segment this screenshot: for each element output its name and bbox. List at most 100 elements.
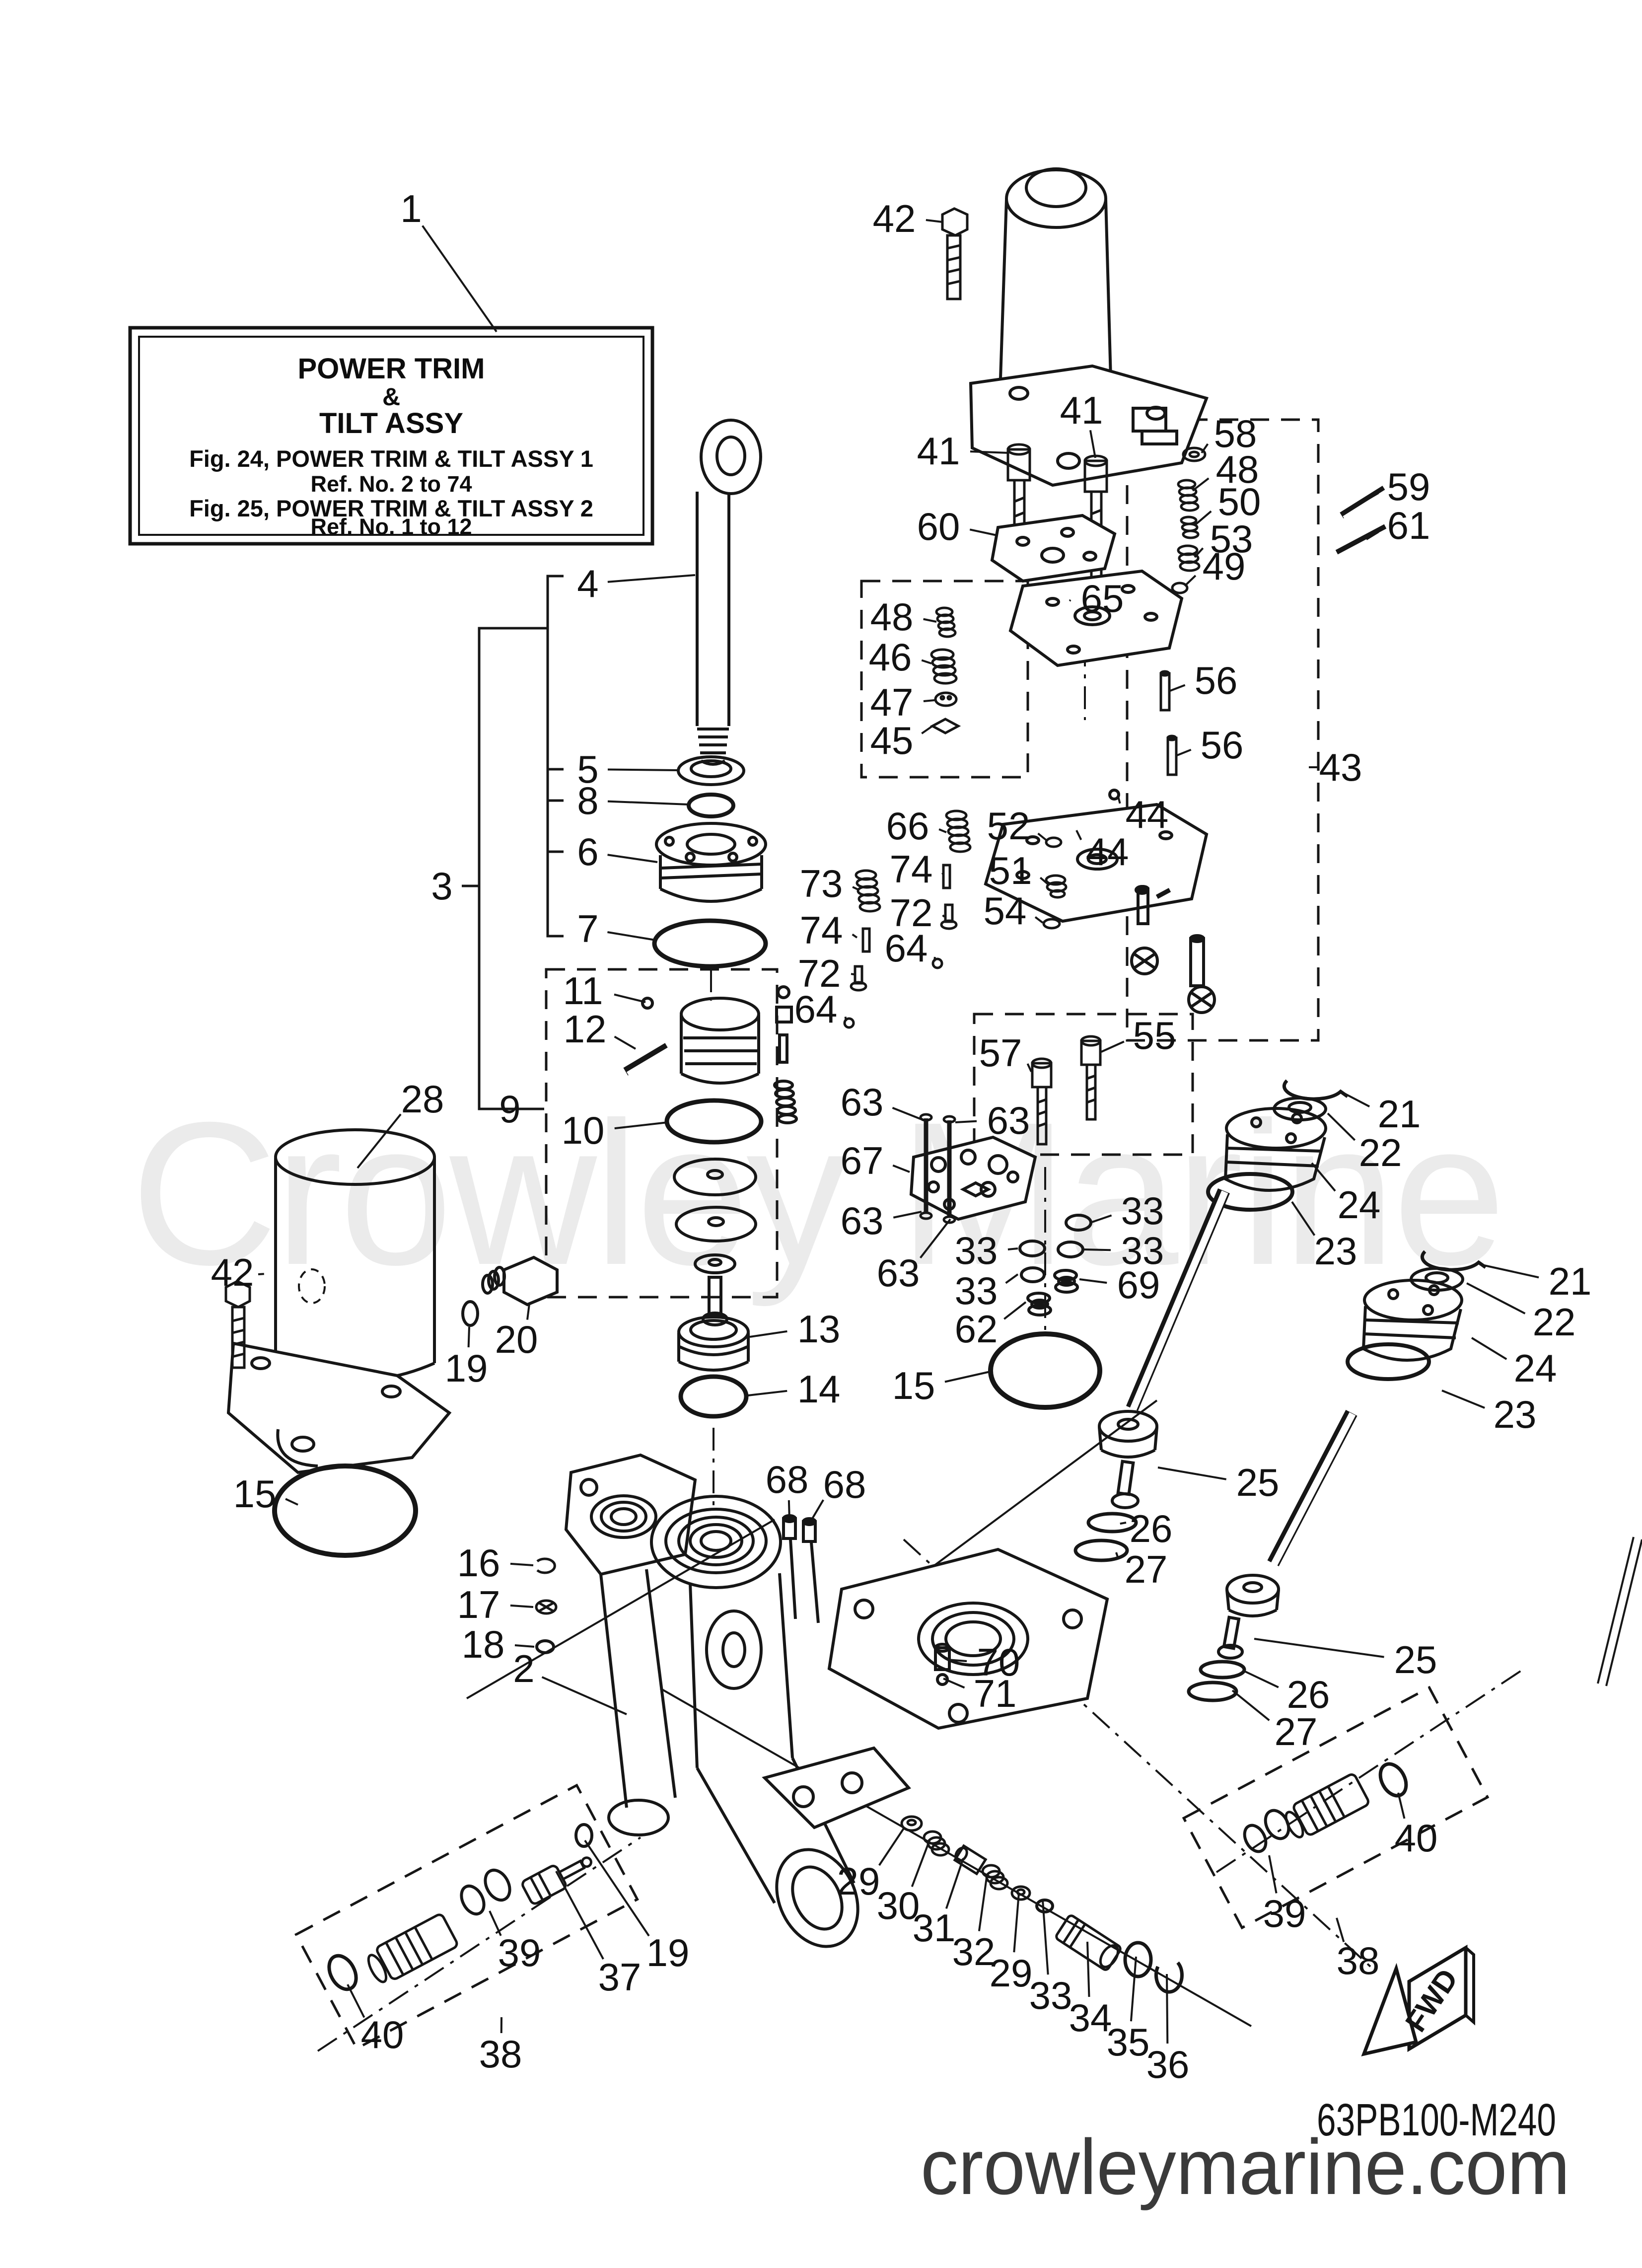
callout-25: 25 [1236,1461,1280,1504]
callout-28: 28 [401,1077,444,1121]
leader-line-57 [1026,1063,1032,1072]
callout-16: 16 [457,1541,500,1585]
leader-line-39 [489,1910,502,1936]
tilt-rod-column [652,419,768,969]
leader-line-59 [1364,492,1379,502]
callout-33: 33 [955,1269,998,1313]
seal-group-lower [1346,1250,1487,1381]
callout-48: 48 [870,595,914,639]
callout-73: 73 [800,862,843,905]
leader-line-25 [1254,1638,1384,1658]
leader-line-22 [1327,1112,1356,1141]
callout-74: 74 [800,908,843,952]
callout-52: 52 [987,804,1030,848]
callout-44: 44 [1086,830,1129,874]
title-line-2: & [382,383,400,411]
manual-valve-box-left [294,1783,639,2050]
callout-70: 70 [977,1640,1020,1684]
callout-13: 13 [797,1307,841,1351]
leader-line-1 [422,225,498,333]
callout-72: 72 [798,951,841,995]
seal-group-upper [1206,1079,1349,1212]
callout-2: 2 [513,1647,534,1690]
callout-74: 74 [890,847,933,891]
leader-line-25 [1157,1466,1227,1480]
watermark-text: Crowley Marine [131,1080,1503,1309]
leader-line-15 [285,1498,298,1506]
leader-line-56 [1168,684,1186,692]
callout-45: 45 [870,719,914,762]
leader-line-18 [514,1644,535,1648]
title-fig-2: Ref. No. 2 to 74 [310,471,472,497]
leader-line-50 [1195,510,1212,525]
trim-rod-lower [1187,1409,1357,1702]
leader-line-31 [945,1858,964,1909]
leader-line-74 [852,933,858,939]
callout-14: 14 [797,1367,841,1411]
leader-line-26 [1120,1522,1127,1525]
pins-59-61 [1335,486,1387,555]
leader-line-19 [584,1839,650,1937]
callout-19: 19 [646,1931,690,1975]
swivel-bracket [564,1453,1109,1948]
leader-line-54 [1034,916,1044,924]
leader-line-48 [923,618,937,623]
callout-36: 36 [1146,2043,1190,2086]
callout-26: 26 [1130,1507,1173,1550]
leader-line-33 [1005,1273,1019,1284]
leader-line-29 [1013,1893,1020,1953]
callout-26: 26 [1287,1673,1330,1716]
leader-line-11 [614,993,646,1003]
callout-56: 56 [1195,658,1238,702]
leader-line-2 [541,1676,627,1715]
callout-43: 43 [1319,745,1362,789]
callout-55: 55 [1133,1014,1176,1057]
leader-line-24 [1471,1337,1507,1360]
leader-line-24 [1311,1162,1336,1192]
leader-line-63 [893,1211,922,1219]
dowel-pins-56 [1159,670,1178,776]
callout-33: 33 [1029,1974,1072,2017]
callout-30: 30 [877,1884,920,1927]
leader-line-44 [1117,796,1121,804]
callout-33: 33 [1121,1229,1164,1272]
callout-38: 38 [479,2032,522,2076]
title-fig-4: Ref. No. 1 to 12 [310,514,472,539]
drawing-code: 63PB100-M240 [1317,2095,1556,2145]
callout-31: 31 [913,1906,956,1950]
pump-bracket-60 [990,513,1117,583]
callout-56: 56 [1201,723,1244,767]
callout-19: 19 [445,1346,488,1390]
fwd-arrow: FWD [1361,1944,1475,2056]
leader-line-69 [1079,1278,1107,1284]
leader-line-21 [1342,1092,1370,1107]
fill-plug-20-oring-19 [461,1255,559,1327]
callout-58: 58 [1214,412,1257,455]
title-fig-1: Fig. 24, POWER TRIM & TILT ASSY 1 [189,445,593,472]
leader-line-23 [1441,1390,1485,1409]
callout-60: 60 [917,505,960,548]
callout-15: 15 [892,1364,935,1407]
callout-3: 3 [431,864,452,908]
title-line-1: POWER TRIM [298,353,485,385]
callout-47: 47 [870,680,914,724]
callout-12: 12 [564,1007,607,1051]
callout-27: 27 [1125,1547,1168,1591]
callout-64: 64 [794,987,838,1031]
leader-line-63 [955,1120,977,1123]
callout-6: 6 [577,830,598,874]
piston-group [623,985,798,1326]
callout-7: 7 [577,907,598,951]
leader-line-5 [607,768,679,771]
trim-rod-upper [1073,1188,1230,1562]
callout-50: 50 [1218,480,1261,523]
callout-37: 37 [598,1955,642,1999]
callout-49: 49 [1203,544,1246,588]
leader-line-65 [1069,599,1071,602]
shaft-clips-16-17-18 [535,1557,558,1654]
pump-bolts-57-55 [1031,1035,1102,1146]
leader-line-45 [921,725,933,734]
leader-line-33 [1042,1900,1049,1975]
leader-line-73 [852,886,859,891]
callout-29: 29 [990,1951,1033,1995]
